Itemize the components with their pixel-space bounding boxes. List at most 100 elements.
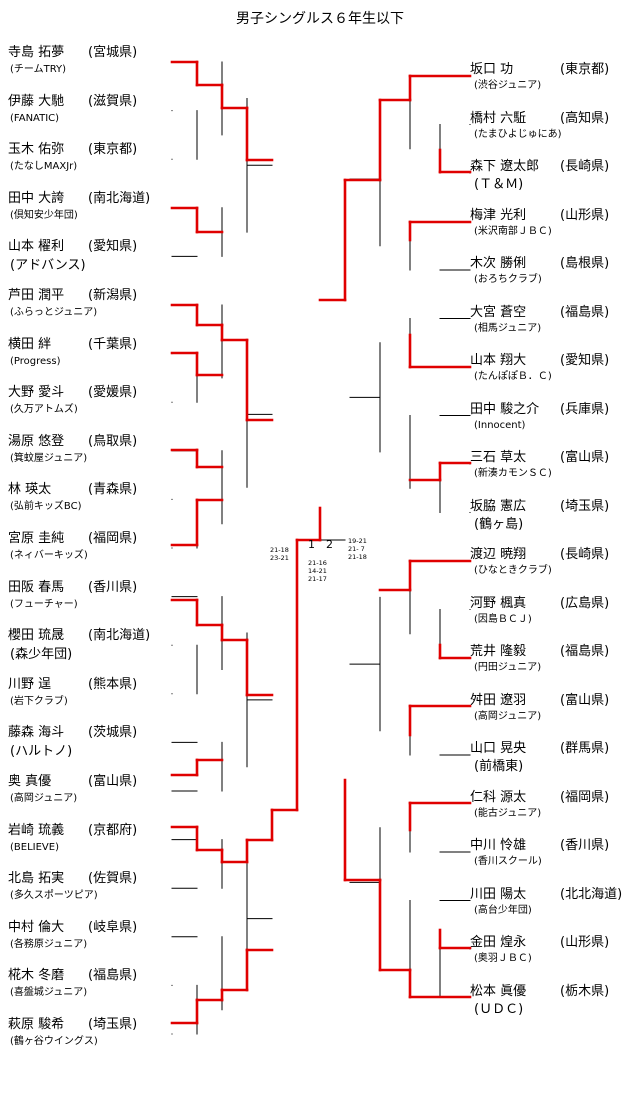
player-club: (森少年団) — [10, 647, 73, 663]
player-prefecture: (広島県) — [560, 595, 610, 611]
player-name: 渡辺 暁翔 — [470, 547, 527, 562]
player-prefecture: (愛媛県) — [88, 385, 138, 401]
player-prefecture: (青森県) — [88, 482, 138, 498]
player-club: (Progress) — [10, 355, 61, 367]
player-prefecture: (福島県) — [88, 968, 138, 984]
player-prefecture: (福島県) — [560, 644, 610, 659]
player-club: (高岡ジュニア) — [10, 793, 78, 804]
player-prefecture: (宮城県) — [88, 45, 138, 60]
player-name: 田阪 春馬 — [8, 579, 65, 595]
player-name: 藤森 海斗 — [8, 725, 65, 741]
player-name: 田中 大誇 — [8, 190, 65, 206]
player-name: 湯原 悠登 — [8, 433, 65, 449]
player-club: (高台少年団) — [474, 904, 532, 916]
final-score: 21-17 — [308, 575, 327, 583]
player-prefecture: (滋賀県) — [88, 93, 138, 109]
player-club: (久万アトムズ) — [10, 404, 78, 416]
final-score: 21- 7 — [348, 545, 365, 553]
player-prefecture: (福岡県) — [560, 789, 610, 805]
player-club: (鶴ヶ島) — [474, 516, 524, 532]
player-prefecture: (東京都) — [560, 62, 610, 77]
player-club: (ひなときクラブ) — [474, 565, 552, 576]
player-name: 山本 櫂利 — [8, 239, 65, 255]
player-club: (ハルトノ) — [10, 744, 73, 760]
player-name: 玉木 佑弥 — [8, 142, 65, 158]
player-prefecture: (北北海道) — [560, 886, 623, 902]
page-title: 男子シングルス６年生以下 — [236, 11, 404, 27]
player-club: (前橋東) — [474, 759, 524, 774]
player-prefecture: (兵庫県) — [560, 401, 610, 417]
player-club: (円田ジュニア) — [474, 662, 542, 673]
player-prefecture: (栃木県) — [560, 983, 610, 999]
player-prefecture: (山形県) — [560, 935, 610, 950]
player-club: (おろちクラブ) — [474, 274, 542, 285]
player-name: 伊藤 大馳 — [8, 93, 65, 109]
player-club: (因島ＢＣＪ) — [474, 613, 532, 625]
player-prefecture: (東京都) — [88, 142, 138, 158]
player-prefecture: (長崎県) — [560, 159, 610, 174]
player-prefecture: (熊本県) — [88, 676, 138, 692]
player-club: (Ｔ＆Ｍ) — [474, 177, 524, 192]
player-name: 河野 楓真 — [470, 595, 527, 611]
final-score: 23-21 — [270, 554, 289, 562]
player-name: 萩原 駿希 — [8, 1017, 65, 1032]
player-club: (たんぽぽＢ．Ｃ) — [474, 371, 552, 382]
player-club: (BELIEVE) — [10, 841, 59, 853]
player-club: (奥羽ＪＢＣ) — [474, 953, 532, 964]
player-name: 橋村 六駈 — [470, 110, 527, 126]
player-name: 梅津 光利 — [470, 207, 527, 223]
player-name: 大野 愛斗 — [8, 385, 65, 401]
player-name: 舛田 遼羽 — [470, 692, 527, 708]
player-name: 中村 倫大 — [8, 919, 65, 935]
player-club: (高岡ジュニア) — [474, 710, 542, 722]
player-name: 川野 逞 — [8, 676, 52, 692]
player-name: 木次 勝俐 — [470, 256, 527, 271]
player-name: 三石 草太 — [470, 450, 527, 465]
player-club: (相馬ジュニア) — [474, 322, 542, 334]
player-club: (米沢南部ＪＢＣ) — [474, 225, 552, 237]
player-name: 林 瑛太 — [8, 482, 52, 498]
player-prefecture: (山形県) — [560, 207, 610, 223]
player-club: (弘前キッズBC) — [10, 501, 82, 513]
player-prefecture: (福島県) — [560, 304, 610, 320]
player-prefecture: (埼玉県) — [88, 1017, 138, 1032]
player-club: (倶知安少年団) — [10, 209, 78, 221]
player-name: 山本 翔大 — [470, 353, 527, 368]
player-club: (ＵＤＣ) — [474, 1001, 524, 1017]
player-club: (鶴ヶ谷ウイングス) — [10, 1036, 98, 1047]
player-name: 坂脇 憲広 — [470, 498, 527, 514]
player-club: (チームTRY) — [10, 64, 67, 75]
player-club: (多久スポーツピア) — [10, 890, 98, 902]
player-club: (アドバンス) — [10, 258, 86, 274]
player-club: (能古ジュニア) — [474, 807, 542, 819]
final-score: 14-21 — [308, 567, 327, 575]
player-club: (ふらっとジュニア) — [10, 307, 98, 318]
player-prefecture: (富山県) — [560, 692, 610, 708]
player-prefecture: (富山県) — [88, 774, 138, 789]
final-score: 19-21 — [348, 537, 367, 545]
player-club: (香川スクール) — [474, 856, 542, 867]
player-name: 川田 陽太 — [470, 886, 527, 902]
player-name: 松本 眞優 — [470, 983, 527, 999]
player-club: (たまひよじゅにあ) — [474, 128, 562, 140]
player-name: 坂口 功 — [470, 62, 514, 77]
player-name: 寺島 拓夢 — [8, 45, 65, 60]
player-name: 中川 怜雄 — [470, 838, 527, 853]
final-games-left: 1 — [308, 538, 315, 551]
player-prefecture: (千葉県) — [88, 336, 138, 352]
player-prefecture: (香川県) — [560, 838, 610, 853]
player-name: 櫻田 琉晟 — [8, 628, 65, 644]
player-prefecture: (愛知県) — [560, 353, 610, 368]
final-score: 21-18 — [348, 553, 367, 561]
player-name: 椛木 冬磨 — [8, 968, 65, 984]
player-name: 荒井 隆毅 — [470, 644, 527, 659]
player-club: (FANATIC) — [10, 112, 60, 124]
player-prefecture: (富山県) — [560, 450, 610, 465]
player-name: 横田 絆 — [8, 336, 52, 352]
player-prefecture: (岐阜県) — [88, 919, 138, 935]
player-club: (ネィバーキッズ) — [10, 550, 88, 561]
player-name: 北島 拓実 — [8, 871, 65, 887]
final-score: 21-16 — [308, 559, 327, 567]
player-club: (各務原ジュニア) — [10, 938, 88, 950]
